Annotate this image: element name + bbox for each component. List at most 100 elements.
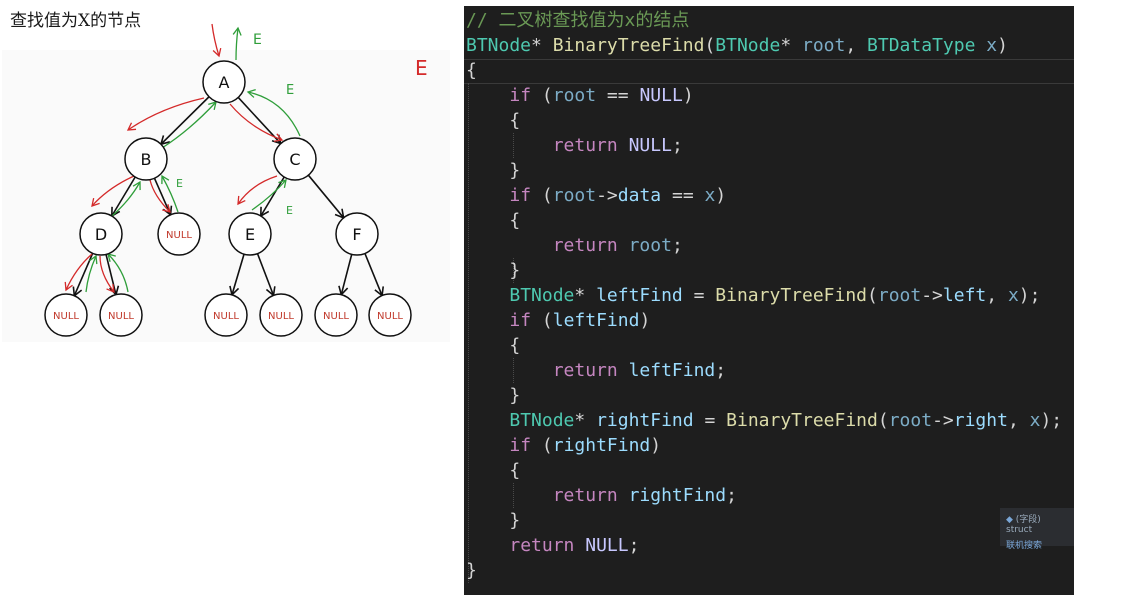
code-token: (: [867, 285, 878, 306]
code-token: [466, 485, 553, 506]
indent-guide: [513, 133, 514, 158]
code-token: );: [1040, 410, 1063, 431]
tree-node-label: A: [219, 73, 230, 92]
tree-node-label: D: [95, 225, 107, 244]
down-arrow-a-c-head: [273, 133, 284, 142]
code-line: }: [466, 158, 520, 183]
code-token: BTNode: [466, 35, 532, 56]
code-token: *: [574, 410, 597, 431]
code-token: {: [466, 460, 521, 481]
code-token: {: [466, 60, 477, 81]
tooltip-field-label: ◆ (字段) struct: [1006, 512, 1068, 535]
null-node: [368, 293, 412, 337]
code-token: [618, 235, 629, 256]
down-arrow-a-b-head: [126, 122, 137, 131]
code-token: (: [531, 85, 553, 106]
code-token: (: [531, 310, 553, 331]
page-title: 查找值为X的节点: [10, 11, 142, 31]
code-token: [466, 235, 553, 256]
code-line: return root;: [466, 233, 683, 258]
code-token: {: [466, 210, 521, 231]
null-node-label: NULL: [108, 311, 134, 322]
code-line: {: [466, 458, 520, 483]
code-line: {: [466, 333, 520, 358]
code-token: if: [509, 85, 532, 106]
code-line: {: [466, 108, 520, 133]
code-token: [466, 185, 509, 206]
code-token: [466, 285, 509, 306]
tree-edge: [105, 254, 117, 295]
code-token: BTNode: [509, 285, 575, 306]
code-token: =: [682, 285, 716, 306]
null-node-label: NULL: [268, 311, 294, 322]
up-arrow-null-b-head: [161, 174, 170, 185]
code-token: BinaryTreeFind: [726, 410, 878, 431]
down-arrow-d-null1-head: [64, 281, 73, 292]
code-token: return: [552, 485, 618, 506]
side-label: E: [415, 56, 428, 80]
code-token: ;: [628, 535, 640, 556]
code-token: ->: [596, 185, 618, 206]
code-line: {: [466, 208, 520, 233]
null-node-label: NULL: [213, 311, 239, 322]
down-arrow-b-null: [149, 179, 171, 213]
code-token: [466, 360, 553, 381]
tree-edge: [307, 174, 345, 219]
code-token: );: [1018, 285, 1041, 306]
tree-node-b: [124, 137, 168, 181]
code-token: return: [552, 360, 618, 381]
indent-guide: [468, 83, 469, 583]
indent-guide: [513, 483, 514, 508]
tree-node-d: [79, 212, 123, 256]
intellisense-tooltip[interactable]: ◆ (字段) struct 联机搜索: [1000, 508, 1074, 551]
code-token: root: [888, 410, 933, 431]
code-token: // 二叉树查找值为x的结点: [466, 10, 690, 31]
code-token: if: [509, 310, 532, 331]
return-label: E: [253, 32, 262, 48]
code-token: rightFind: [628, 485, 727, 506]
code-token: [975, 35, 986, 56]
down-arrow-b-null-head: [162, 204, 171, 213]
tree-node-e: [228, 212, 272, 256]
code-line: }: [466, 558, 477, 583]
tree-edge: [364, 253, 383, 296]
code-token: NULL: [585, 535, 629, 556]
code-token: ): [639, 310, 651, 331]
tree-edge: [260, 176, 285, 217]
tree-node-label: B: [141, 150, 152, 169]
code-token: left: [942, 285, 987, 306]
tree-node-f: [335, 212, 379, 256]
code-line: if (leftFind): [466, 308, 650, 333]
null-node: [259, 293, 303, 337]
indent-guide: [513, 258, 514, 283]
code-token: [466, 435, 509, 456]
code-token: }: [466, 160, 521, 181]
tooltip-online-search[interactable]: 联机搜索: [1006, 541, 1043, 551]
code-token: x: [1007, 285, 1019, 306]
code-token: NULL: [628, 135, 672, 156]
down-arrow-d-null2-head: [106, 283, 115, 294]
tree-edge: [111, 176, 136, 217]
return-label: E: [286, 83, 294, 98]
code-token: BinaryTreeFind: [552, 35, 705, 56]
code-line: BTNode* leftFind = BinaryTreeFind(root->…: [466, 283, 1040, 308]
code-line: return rightFind;: [466, 483, 737, 508]
code-token: }: [466, 385, 521, 406]
tooltip-line1: (字段) struct: [1006, 515, 1041, 535]
code-token: root: [802, 35, 846, 56]
code-token: *: [531, 35, 553, 56]
null-node-label: NULL: [323, 311, 349, 322]
up-arrow-c-a: [247, 91, 301, 137]
code-token: root: [877, 285, 922, 306]
null-node-label: NULL: [377, 311, 403, 322]
tree-node-c: [273, 137, 317, 181]
down-arrow-start-head: [212, 47, 222, 58]
tree-edge: [231, 253, 245, 296]
tree-edges: [72, 96, 385, 298]
code-line: BTNode* rightFind = BinaryTreeFind(root-…: [466, 408, 1062, 433]
code-token: {: [466, 335, 521, 356]
code-token: BTNode: [715, 35, 781, 56]
code-token: BTDataType: [867, 35, 976, 56]
